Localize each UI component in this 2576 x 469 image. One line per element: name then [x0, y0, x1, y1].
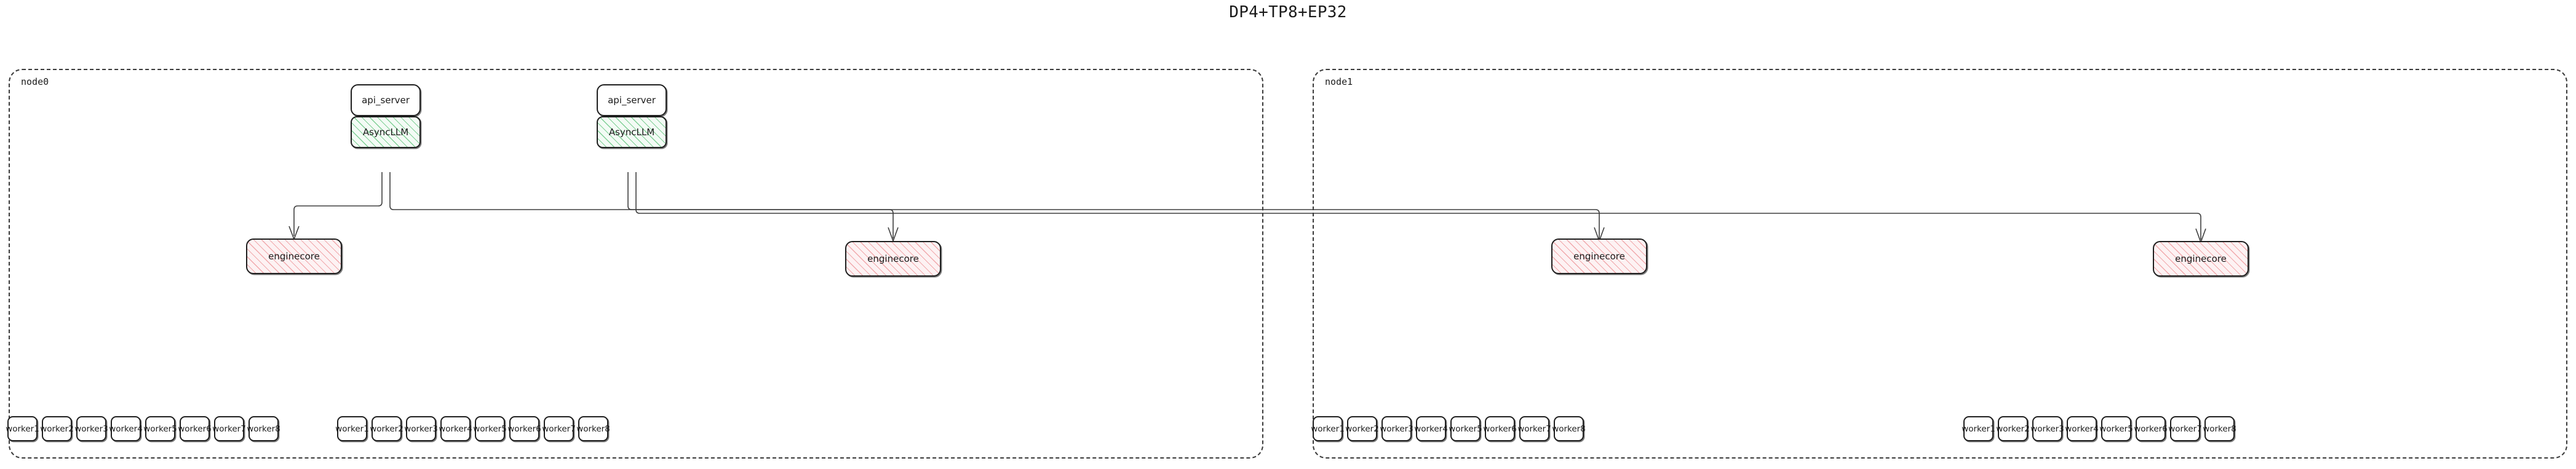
worker-box[interactable]: worker3	[74, 416, 108, 441]
worker-box[interactable]: worker1	[6, 416, 39, 441]
worker-box[interactable]: worker5	[1449, 416, 1482, 441]
worker-label: worker3	[74, 424, 108, 434]
worker-label: worker5	[2099, 424, 2133, 434]
worker-box[interactable]: worker5	[143, 416, 177, 441]
worker-box[interactable]: worker8	[247, 416, 280, 441]
worker-box[interactable]: worker3	[2030, 416, 2064, 441]
worker-box[interactable]: worker1	[335, 416, 369, 441]
worker-box[interactable]: worker7	[1517, 416, 1551, 441]
worker-label: worker7	[212, 424, 246, 434]
worker-box[interactable]: worker6	[2134, 416, 2168, 441]
worker-label: worker5	[143, 424, 177, 434]
worker-box[interactable]: worker2	[1345, 416, 1379, 441]
worker-label: worker3	[2030, 424, 2064, 434]
worker-label: worker3	[1380, 424, 1413, 434]
enginecore-label: enginecore	[2175, 253, 2227, 264]
worker-box[interactable]: worker8	[1552, 416, 1586, 441]
worker-box[interactable]: worker7	[212, 416, 246, 441]
worker-label: worker4	[109, 424, 143, 434]
worker-box[interactable]: worker1	[1962, 416, 1995, 441]
api-server-label: api_server	[362, 95, 410, 106]
node-cluster-label-node0: node0	[21, 76, 49, 87]
worker-label: worker8	[2203, 424, 2236, 434]
worker-box[interactable]: worker8	[2203, 416, 2236, 441]
worker-label: worker1	[1962, 424, 1995, 434]
worker-label: worker7	[2168, 424, 2202, 434]
worker-box[interactable]: worker2	[40, 416, 74, 441]
worker-label: worker6	[178, 424, 212, 434]
worker-label: worker7	[1517, 424, 1551, 434]
worker-label: worker3	[404, 424, 438, 434]
worker-label: worker7	[542, 424, 576, 434]
worker-label: worker6	[2134, 424, 2168, 434]
worker-label: worker4	[439, 424, 472, 434]
worker-box[interactable]: worker4	[2065, 416, 2099, 441]
asyncllm-label: AsyncLLM	[608, 127, 655, 138]
worker-label: worker2	[40, 424, 74, 434]
worker-label: worker2	[370, 424, 403, 434]
node-cluster-node0: node0	[9, 69, 1263, 459]
api-server-label: api_server	[608, 95, 656, 106]
worker-label: worker5	[473, 424, 507, 434]
worker-label: worker2	[1345, 424, 1379, 434]
worker-label: worker4	[2065, 424, 2099, 434]
worker-label: worker8	[1552, 424, 1586, 434]
enginecore-box[interactable]: enginecore	[246, 238, 342, 274]
worker-label: worker1	[335, 424, 369, 434]
worker-box[interactable]: worker5	[2099, 416, 2133, 441]
asyncllm-box[interactable]: AsyncLLM	[597, 116, 667, 148]
api-server-box[interactable]: api_server	[351, 84, 421, 116]
worker-box[interactable]: worker3	[404, 416, 438, 441]
enginecore-box[interactable]: enginecore	[845, 241, 941, 277]
worker-label: worker8	[247, 424, 280, 434]
worker-box[interactable]: worker6	[507, 416, 541, 441]
worker-label: worker6	[1483, 424, 1517, 434]
worker-box[interactable]: worker6	[1483, 416, 1517, 441]
node-cluster-label-node1: node1	[1325, 76, 1353, 87]
worker-box[interactable]: worker2	[370, 416, 403, 441]
worker-box[interactable]: worker8	[576, 416, 610, 441]
worker-box[interactable]: worker2	[1996, 416, 2030, 441]
worker-box[interactable]: worker4	[439, 416, 472, 441]
worker-label: worker1	[1311, 424, 1345, 434]
worker-box[interactable]: worker6	[178, 416, 212, 441]
enginecore-box[interactable]: enginecore	[2153, 241, 2249, 277]
page-title: DP4+TP8+EP32	[1229, 3, 1347, 22]
api-server-box[interactable]: api_server	[597, 84, 667, 116]
enginecore-label: enginecore	[268, 251, 320, 262]
worker-box[interactable]: worker7	[2168, 416, 2202, 441]
worker-box[interactable]: worker7	[542, 416, 576, 441]
worker-box[interactable]: worker4	[1414, 416, 1448, 441]
worker-label: worker4	[1414, 424, 1448, 434]
worker-label: worker2	[1996, 424, 2030, 434]
worker-label: worker6	[507, 424, 541, 434]
worker-box[interactable]: worker4	[109, 416, 143, 441]
worker-label: worker1	[6, 424, 39, 434]
asyncllm-box[interactable]: AsyncLLM	[351, 116, 421, 148]
worker-box[interactable]: worker3	[1380, 416, 1413, 441]
worker-label: worker8	[576, 424, 610, 434]
enginecore-box[interactable]: enginecore	[1551, 238, 1647, 274]
worker-box[interactable]: worker5	[473, 416, 507, 441]
worker-label: worker5	[1449, 424, 1482, 434]
worker-box[interactable]: worker1	[1311, 416, 1345, 441]
node-cluster-node1: node1	[1313, 69, 2567, 459]
enginecore-label: enginecore	[867, 253, 919, 264]
asyncllm-label: AsyncLLM	[362, 127, 409, 138]
enginecore-label: enginecore	[1573, 251, 1625, 262]
